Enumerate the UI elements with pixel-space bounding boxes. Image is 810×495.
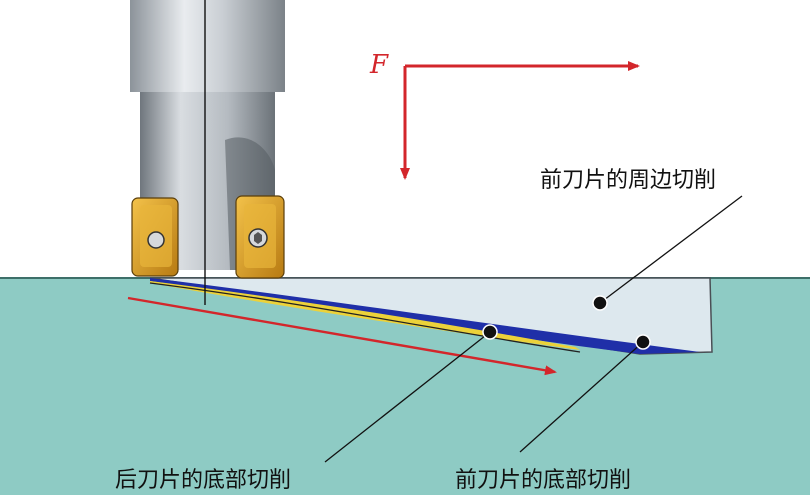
front-insert-bottom-band xyxy=(150,278,700,354)
marker-front-bottom xyxy=(635,334,651,350)
feed-arrow xyxy=(127,296,557,376)
rear-insert xyxy=(131,197,179,277)
marker-front-peripheral xyxy=(592,295,608,311)
leader-rear-bottom xyxy=(324,331,491,463)
leader-front-peripheral xyxy=(599,195,743,304)
label-front-peripheral: 前刀片的周边切削 xyxy=(540,168,716,193)
label-rear-bottom: 后刀片的底部切削 xyxy=(115,468,291,493)
force-label: F xyxy=(369,50,389,80)
tool-shank xyxy=(130,0,285,92)
force-arrow-icon xyxy=(400,61,640,180)
front-insert xyxy=(235,195,285,279)
marker-rear-bottom xyxy=(482,324,498,340)
label-front-bottom: 前刀片的底部切削 xyxy=(455,468,631,493)
insert-screw-icon xyxy=(147,231,165,249)
leader-front-bottom xyxy=(519,341,644,453)
